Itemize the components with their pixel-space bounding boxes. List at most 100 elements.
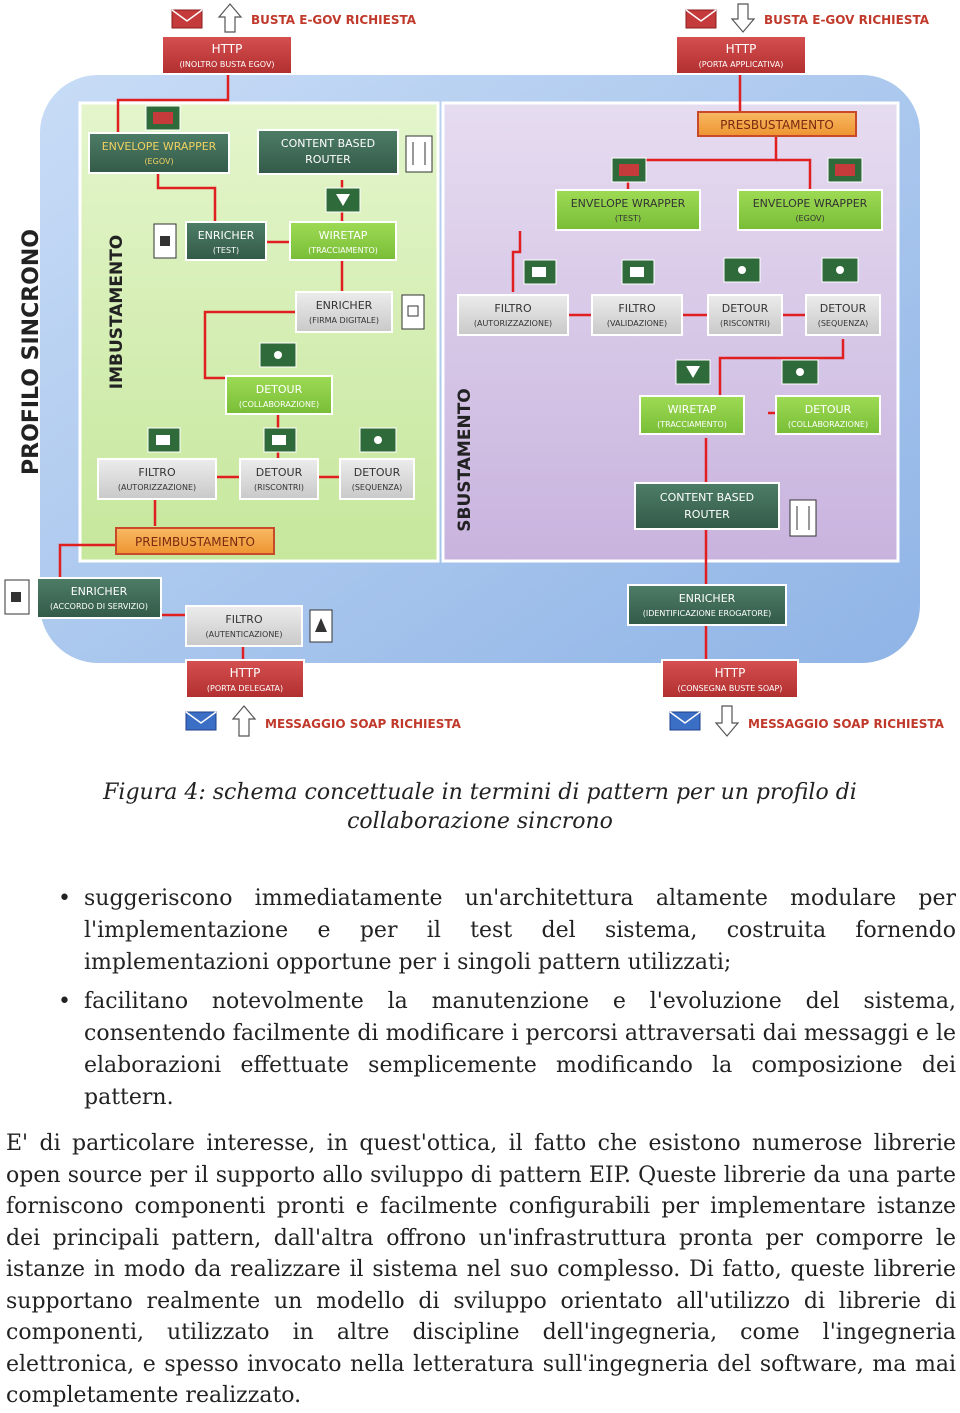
imbustamento-label: IMBUSTAMENTO	[107, 235, 127, 390]
wiretap-pattern-icon	[675, 359, 711, 385]
envelope-icon	[171, 9, 203, 29]
box-preimbustamento: PREIMBUSTAMENTO	[115, 527, 275, 555]
box-http-top-right: HTTP (PORTA APPLICATIVA)	[675, 35, 807, 75]
box-sub: (TRACCIAMENTO)	[308, 246, 378, 255]
box-sub: (AUTORIZZAZIONE)	[474, 319, 552, 328]
box-enricher-firma: ENRICHER (FIRMA DIGITALE)	[295, 291, 393, 333]
pattern-icons	[4, 105, 863, 643]
box-title: FILTRO	[618, 302, 656, 315]
box-detour-collab-right: DETOUR (COLLABORAZIONE)	[775, 395, 881, 435]
caption-line-2: collaborazione sincrono	[347, 809, 613, 834]
box-title: FILTRO	[138, 466, 176, 479]
box-sub: (SEQUENZA)	[818, 319, 869, 328]
box-http-bottom-right: HTTP (CONSEGNA BUSTE SOAP)	[661, 659, 799, 699]
box-sub: ROUTER	[684, 508, 730, 521]
envelope-pattern-icon	[611, 157, 647, 183]
envelope-icon	[185, 711, 217, 731]
router-pattern-icon	[405, 135, 433, 173]
bullet-item-2: facilitano notevolmente la manutenzione …	[58, 986, 956, 1114]
pattern-diagram: PROFILO SINCRONO IMBUSTAMENTO SBUSTAMENT…	[4, 3, 945, 737]
filter-pattern-icon	[263, 427, 297, 453]
filter-pattern-icon	[523, 259, 557, 285]
box-envelope-egov-right: ENVELOPE WRAPPER (EGOV)	[737, 189, 883, 231]
box-title: WIRETAP	[668, 403, 717, 416]
box-enricher-ident: ENRICHER (IDENTIFICAZIONE EROGATORE)	[627, 584, 787, 626]
box-wiretap-left: WIRETAP (TRACCIAMENTO)	[289, 221, 397, 261]
box-title: HTTP	[212, 42, 243, 56]
box-sub: (RISCONTRI)	[720, 319, 770, 328]
box-title: HTTP	[230, 666, 261, 680]
box-title: DETOUR	[256, 383, 303, 396]
detour-pattern-icon	[821, 257, 859, 283]
box-enricher-test: ENRICHER (TEST)	[185, 221, 267, 261]
arrow-up-icon	[231, 705, 257, 737]
bullet-item-1: suggeriscono immediatamente un'architett…	[58, 883, 956, 979]
arrow-down-icon	[714, 705, 740, 737]
box-title: ENRICHER	[316, 299, 373, 312]
box-title: FILTRO	[225, 613, 263, 626]
box-envelope-test-right: ENVELOPE WRAPPER (TEST)	[555, 189, 701, 231]
caption-line-1: Figura 4: schema concettuale in termini …	[103, 780, 857, 805]
msg-label-left: MESSAGGIO SOAP RICHIESTA	[265, 717, 462, 731]
box-filtro-autent: FILTRO (AUTENTICAZIONE)	[185, 605, 303, 647]
wiretap-pattern-icon	[325, 187, 361, 213]
box-title: DETOUR	[805, 403, 852, 416]
filter-pattern-icon	[309, 609, 333, 643]
box-sub: (TEST)	[615, 214, 641, 223]
envelope-pattern-icon	[827, 157, 863, 183]
envelope-icon	[669, 711, 701, 731]
envelope-icon	[685, 9, 717, 29]
box-title: CONTENT BASED	[660, 491, 754, 504]
box-filtro-valid: FILTRO (VALIDAZIONE)	[591, 294, 683, 336]
box-content-router-left: CONTENT BASED ROUTER	[257, 129, 399, 175]
box-title: DETOUR	[820, 302, 867, 315]
box-enricher-accordo: ENRICHER (ACCORDO DI SERVIZIO)	[36, 577, 162, 619]
box-sub: (COLLABORAZIONE)	[788, 420, 868, 429]
box-sub: (AUTENTICAZIONE)	[206, 630, 283, 639]
box-sub: (EGOV)	[144, 157, 173, 166]
body-paragraph: E' di particolare interesse, in quest'ot…	[6, 1131, 956, 1408]
enricher-pattern-icon	[4, 579, 30, 615]
box-sub: (PORTA DELEGATA)	[207, 684, 283, 693]
enricher-pattern-icon	[153, 223, 177, 259]
box-title: HTTP	[715, 666, 746, 680]
msg-label-right: MESSAGGIO SOAP RICHIESTA	[748, 717, 945, 731]
sbustamento-label: SBUSTAMENTO	[455, 388, 475, 532]
envelope-pattern-icon	[145, 105, 181, 131]
figure-caption: Figura 4: schema concettuale in termini …	[80, 778, 880, 836]
box-title: ENVELOPE WRAPPER	[753, 197, 868, 210]
box-sub: (INOLTRO BUSTA EGOV)	[179, 60, 274, 69]
box-detour-risc-right: DETOUR (RISCONTRI)	[707, 294, 783, 336]
filter-pattern-icon	[621, 259, 655, 285]
box-title: ENRICHER	[198, 229, 255, 242]
box-title: CONTENT BASED	[281, 137, 375, 150]
box-title: ENVELOPE WRAPPER	[571, 197, 686, 210]
detour-pattern-icon	[781, 359, 819, 385]
bullet-list: suggeriscono immediatamente un'architett…	[58, 883, 956, 1121]
box-title: PRESBUSTAMENTO	[720, 118, 834, 132]
box-title: HTTP	[726, 42, 757, 56]
box-title: PREIMBUSTAMENTO	[135, 535, 255, 549]
box-title: DETOUR	[722, 302, 769, 315]
detour-pattern-icon	[359, 427, 397, 453]
box-presbustamento: PRESBUSTAMENTO	[697, 111, 857, 137]
box-sub: (TRACCIAMENTO)	[657, 420, 727, 429]
box-sub: (IDENTIFICAZIONE EROGATORE)	[643, 609, 772, 618]
box-sub: (ACCORDO DI SERVIZIO)	[50, 602, 148, 611]
arrow-up-icon	[217, 3, 243, 33]
box-detour-seq-right: DETOUR (SEQUENZA)	[805, 294, 881, 336]
box-sub: (TEST)	[213, 246, 239, 255]
box-title: DETOUR	[354, 466, 401, 479]
box-sub: (FIRMA DIGITALE)	[309, 316, 379, 325]
box-title: FILTRO	[494, 302, 532, 315]
box-title: DETOUR	[256, 466, 303, 479]
box-sub: ROUTER	[305, 153, 351, 166]
arrow-down-icon	[730, 3, 756, 33]
busta-label-right: BUSTA E-GOV RICHIESTA	[764, 13, 930, 27]
box-envelope-egov-left: ENVELOPE WRAPPER (EGOV)	[88, 132, 230, 174]
box-sub: (CONSEGNA BUSTE SOAP)	[678, 684, 783, 693]
box-detour-collab-left: DETOUR (COLLABORAZIONE)	[225, 375, 333, 415]
detour-pattern-icon	[723, 257, 761, 283]
filter-pattern-icon	[147, 427, 181, 453]
box-sub: (RISCONTRI)	[254, 483, 304, 492]
